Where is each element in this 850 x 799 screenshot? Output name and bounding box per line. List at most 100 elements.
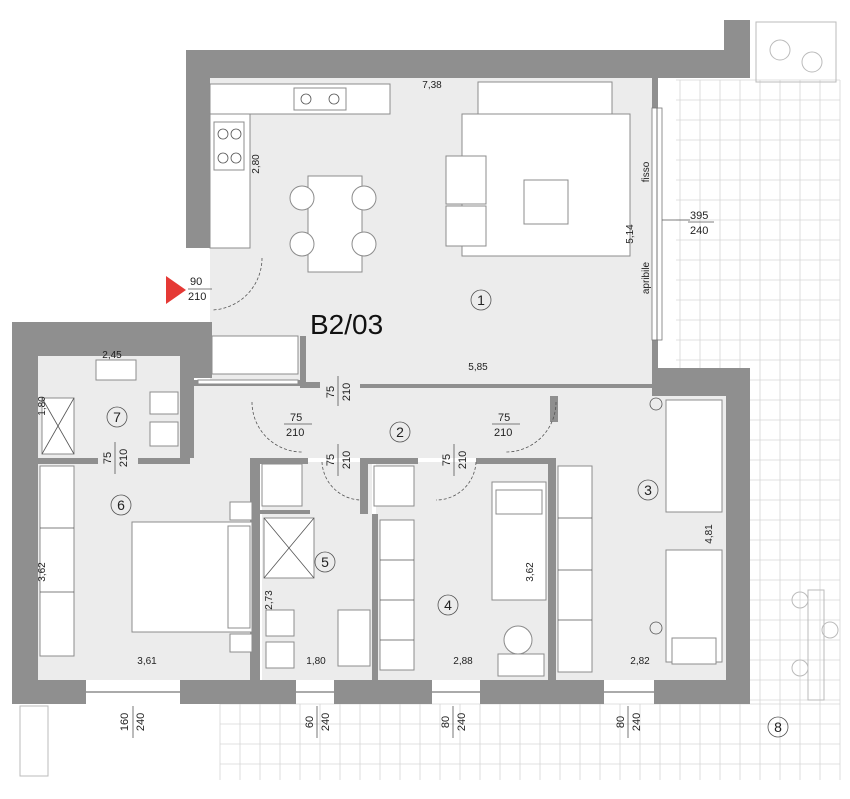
dim-kitchen-depth: 2,80: [251, 154, 262, 174]
svg-text:75: 75: [325, 386, 337, 398]
room-4-furniture: [379, 481, 547, 677]
svg-text:240: 240: [320, 713, 332, 731]
storage-cabinet: [197, 379, 299, 385]
room-number-8: 8: [767, 716, 789, 738]
chair-icon: [289, 231, 315, 257]
living-window: [651, 107, 690, 341]
single-bed-icon: [665, 399, 723, 513]
svg-text:7: 7: [113, 409, 121, 425]
chair-icon: [289, 185, 315, 211]
opening-door-room6: 75 210: [284, 412, 312, 439]
svg-text:210: 210: [286, 427, 304, 439]
svg-text:3: 3: [644, 482, 652, 498]
opening-win-room4: 80 240: [440, 706, 468, 738]
terrace-grid: [219, 79, 841, 780]
room-number-7: 7: [106, 406, 128, 428]
armchair-icon: [445, 155, 487, 205]
dim-room3-width: 2,82: [630, 656, 650, 667]
dim-room5-depth: 2,73: [264, 590, 275, 610]
washbasin-icon: [95, 359, 137, 381]
dim-living-bottom: 5,85: [468, 362, 488, 373]
svg-text:160: 160: [119, 713, 131, 731]
dim-bath7-depth: 1,80: [37, 396, 48, 416]
opening-living-window: 395 240: [688, 210, 714, 237]
svg-text:210: 210: [494, 427, 512, 439]
svg-text:60: 60: [304, 716, 316, 728]
room-numbers: 1 2 3 4 5 6 7 8: [106, 289, 789, 738]
svg-text:240: 240: [631, 713, 643, 731]
desk-icon: [497, 653, 545, 677]
sink-icon: [293, 87, 347, 111]
kitchen: [209, 83, 391, 249]
svg-text:75: 75: [441, 454, 453, 466]
opening-win-room6: 160 240: [119, 706, 147, 738]
dim-room6-width: 3,61: [137, 656, 157, 667]
laundry-cabinet: [373, 465, 415, 507]
opening-win-room5: 60 240: [304, 706, 332, 738]
opening-entry: 90 210: [188, 276, 212, 303]
svg-text:210: 210: [457, 451, 469, 469]
opening-win-room3: 80 240: [615, 706, 643, 738]
svg-text:75: 75: [102, 452, 114, 464]
dining-table: [289, 175, 377, 273]
room-number-3: 3: [637, 479, 659, 501]
room-6-furniture: [39, 465, 253, 657]
bath-7-fixtures: [41, 359, 179, 455]
label-opening: apribile: [641, 261, 652, 294]
bidet-icon: [149, 391, 179, 415]
storage-cabinet: [211, 335, 299, 375]
svg-text:240: 240: [135, 713, 147, 731]
dim-room5-width: 1,80: [306, 656, 326, 667]
opening-door-bath7: 75 210: [102, 442, 130, 474]
toilet-icon: [149, 421, 179, 447]
room-number-5: 5: [314, 551, 336, 573]
svg-text:75: 75: [290, 412, 302, 424]
opening-door-corridor-top: 75 210: [325, 376, 353, 406]
room-5-fixtures: [261, 463, 415, 669]
washbasin-icon: [337, 609, 371, 667]
nightstand-icon: [229, 633, 253, 653]
room-3-furniture: [557, 397, 723, 673]
label-fixed: fisso: [641, 161, 652, 182]
dim-bath7-width: 2,45: [102, 350, 122, 361]
svg-text:90: 90: [190, 276, 202, 288]
dim-room4-depth: 3,62: [525, 562, 536, 582]
desk-chair-icon: [503, 625, 533, 655]
wardrobe-icon: [557, 465, 593, 673]
svg-text:240: 240: [690, 225, 708, 237]
wardrobe-icon: [379, 519, 415, 671]
svg-text:210: 210: [118, 449, 130, 467]
svg-text:75: 75: [498, 412, 510, 424]
unit-code: B2/03: [310, 309, 383, 340]
svg-text:5: 5: [321, 554, 329, 570]
walls: [12, 20, 750, 704]
nightstand-icon: [229, 501, 253, 521]
svg-text:80: 80: [440, 716, 452, 728]
door-swings: [211, 257, 557, 501]
bidet-icon: [265, 641, 295, 669]
washing-machine-icon: [261, 463, 303, 507]
svg-text:4: 4: [444, 597, 452, 613]
dim-room3-depth: 4,81: [704, 524, 715, 544]
coffee-table-icon: [523, 179, 569, 225]
wardrobe-icon: [39, 465, 75, 657]
svg-text:210: 210: [341, 451, 353, 469]
svg-text:2: 2: [396, 424, 404, 440]
chair-icon: [351, 185, 377, 211]
room-number-1: 1: [470, 289, 492, 311]
svg-text:1: 1: [477, 292, 485, 308]
opening-door-room3: 75 210: [492, 412, 520, 439]
opening-door-bath5: 75 210: [325, 444, 353, 476]
svg-text:8: 8: [774, 719, 782, 735]
plant-icon: [19, 21, 839, 777]
svg-text:395: 395: [690, 210, 708, 222]
svg-text:240: 240: [456, 713, 468, 731]
armchair-icon: [445, 205, 487, 247]
svg-text:210: 210: [188, 291, 206, 303]
dim-living-depth: 5,14: [625, 224, 636, 244]
dim-room4-width: 2,88: [453, 656, 473, 667]
dim-room6-depth: 3,62: [37, 562, 48, 582]
svg-text:6: 6: [117, 497, 125, 513]
dim-living-width: 7,38: [422, 80, 442, 91]
